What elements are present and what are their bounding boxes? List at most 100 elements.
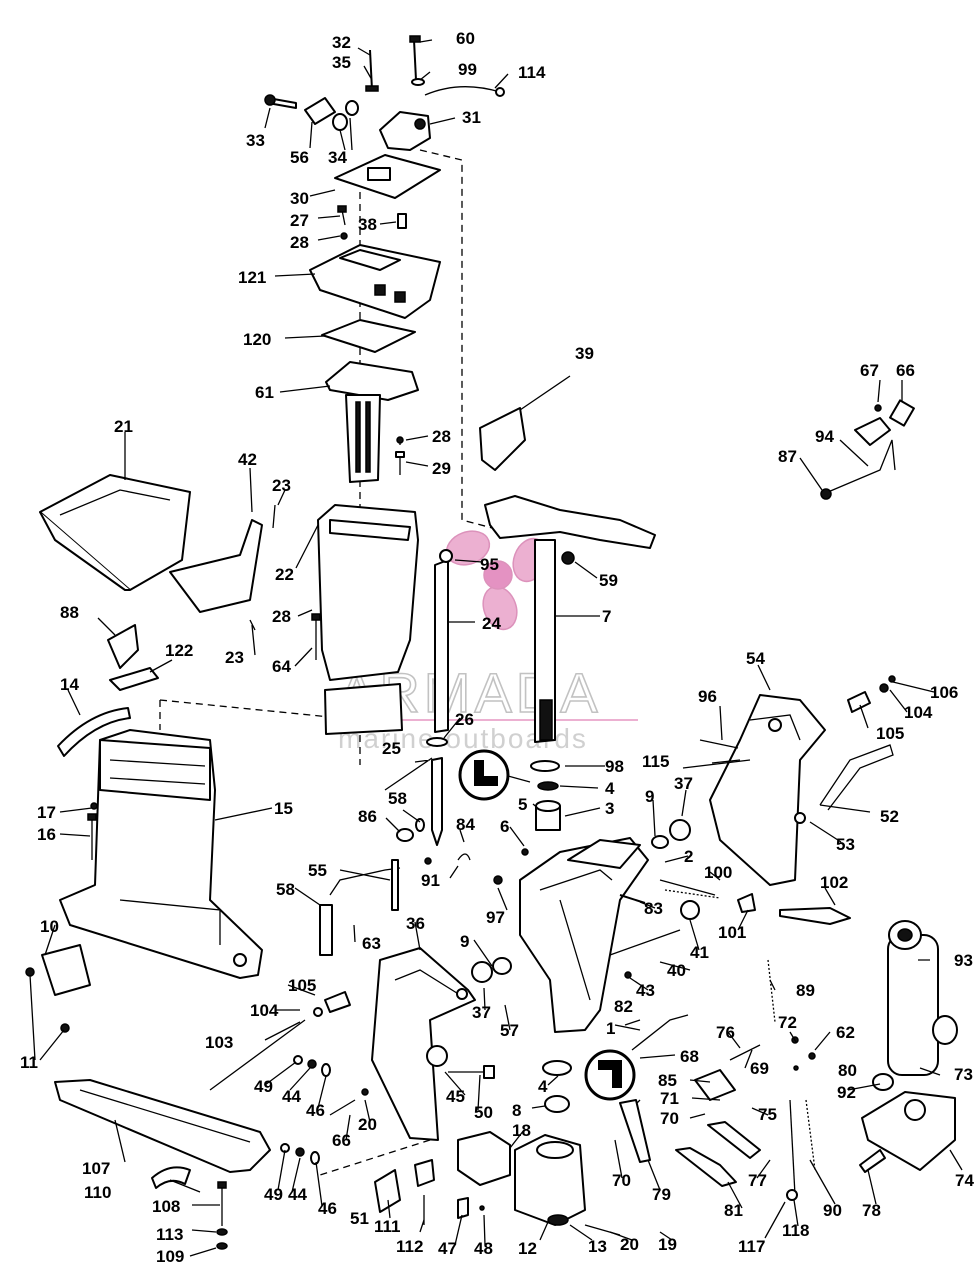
part-number-labels: 32 60 35 99 114 33 31 56 34 30 27 38 28 …: [20, 29, 974, 1266]
part-label-71: 71: [660, 1089, 679, 1108]
part-label-4a: 4: [605, 779, 615, 798]
part-label-114: 114: [518, 63, 546, 82]
part-label-86: 86: [358, 807, 377, 826]
part-label-52: 52: [880, 807, 899, 826]
part-label-70a: 70: [660, 1109, 679, 1128]
part-label-107: 107: [82, 1159, 110, 1178]
part-label-3: 3: [605, 799, 614, 818]
part-label-61: 61: [255, 383, 274, 402]
part-label-91: 91: [421, 871, 440, 890]
part-label-11: 11: [20, 1053, 38, 1072]
part-label-113: 113: [156, 1225, 183, 1244]
part-label-105a: 105: [876, 724, 904, 743]
part-label-121: 121: [238, 268, 266, 287]
part-label-72: 72: [778, 1013, 797, 1032]
part-label-27: 27: [290, 211, 309, 230]
part-label-51: 51: [350, 1209, 369, 1228]
part-label-100: 100: [704, 863, 732, 882]
part-label-96: 96: [698, 687, 717, 706]
part-label-24: 24: [482, 614, 501, 633]
part-label-83: 83: [644, 899, 663, 918]
part-label-37b: 37: [472, 1003, 491, 1022]
part-label-1: 1: [606, 1019, 615, 1038]
part-label-49a: 49: [254, 1077, 273, 1096]
part-label-44b: 44: [288, 1185, 307, 1204]
part-label-70b: 70: [612, 1171, 631, 1190]
part-label-15: 15: [274, 799, 293, 818]
part-label-25: 25: [382, 739, 401, 758]
part-label-23b: 23: [225, 648, 244, 667]
part-label-58b: 58: [276, 880, 295, 899]
part-label-122: 122: [165, 641, 193, 660]
part-label-73: 73: [954, 1065, 973, 1084]
part-label-98: 98: [605, 757, 624, 776]
part-label-56: 56: [290, 148, 309, 167]
part-label-94: 94: [815, 427, 834, 446]
part-label-44a: 44: [282, 1087, 301, 1106]
part-label-14: 14: [60, 675, 79, 694]
part-label-8: 8: [512, 1101, 521, 1120]
part-label-105b: 105: [288, 976, 316, 995]
part-label-26: 26: [455, 710, 474, 729]
part-label-90: 90: [823, 1201, 842, 1220]
midsection-housing-group: [25, 729, 271, 1250]
part-label-117: 117: [738, 1237, 765, 1256]
part-label-50: 50: [474, 1103, 493, 1122]
part-label-46b: 46: [318, 1199, 337, 1218]
part-label-28c: 28: [272, 607, 291, 626]
part-label-32: 32: [332, 33, 351, 52]
part-label-7: 7: [602, 607, 611, 626]
badge-icon-lower: [584, 1049, 636, 1101]
part-label-82: 82: [614, 997, 633, 1016]
part-label-54: 54: [746, 649, 765, 668]
part-label-80: 80: [838, 1061, 857, 1080]
part-label-38: 38: [358, 215, 377, 234]
part-label-48: 48: [474, 1239, 493, 1258]
part-label-97: 97: [486, 908, 505, 927]
part-label-109: 109: [156, 1247, 184, 1266]
part-label-99: 99: [458, 60, 477, 79]
part-label-108: 108: [152, 1197, 180, 1216]
part-label-5: 5: [518, 795, 527, 814]
top-bracket-group: [264, 35, 505, 151]
part-label-42: 42: [238, 450, 257, 469]
leader-lines: [29, 39, 963, 1257]
part-label-63: 63: [362, 934, 381, 953]
part-label-6: 6: [500, 817, 509, 836]
part-label-12: 12: [518, 1239, 537, 1258]
part-label-45: 45: [446, 1087, 465, 1106]
part-label-36: 36: [406, 914, 425, 933]
part-label-81: 81: [724, 1201, 743, 1220]
part-label-20a: 20: [358, 1115, 377, 1134]
part-label-22: 22: [275, 565, 294, 584]
part-label-37a: 37: [674, 774, 693, 793]
assembly-guide-lines: [159, 149, 641, 1176]
part-label-112: 112: [396, 1237, 423, 1256]
part-label-66: 66: [896, 361, 915, 380]
part-label-60: 60: [456, 29, 475, 48]
part-label-68: 68: [680, 1047, 699, 1066]
part-label-77: 77: [748, 1171, 767, 1190]
part-label-21: 21: [114, 417, 133, 436]
part-label-9b: 9: [460, 932, 469, 951]
part-label-74: 74: [955, 1171, 974, 1190]
part-label-120: 120: [243, 330, 271, 349]
part-label-2: 2: [684, 847, 693, 866]
part-label-20b: 20: [620, 1235, 639, 1254]
part-label-118: 118: [782, 1221, 809, 1240]
part-label-84: 84: [456, 815, 475, 834]
part-label-4b: 4: [538, 1077, 548, 1096]
part-label-28a: 28: [290, 233, 309, 252]
steering-tube-group: [426, 407, 656, 846]
trim-tilt-group: [619, 399, 958, 1201]
part-label-95: 95: [480, 555, 499, 574]
part-label-92: 92: [837, 1083, 856, 1102]
part-label-13: 13: [588, 1237, 607, 1256]
badge-icon-upper: [458, 749, 531, 801]
part-label-89: 89: [796, 981, 815, 1000]
part-label-28b: 28: [432, 427, 451, 446]
part-label-101: 101: [718, 923, 746, 942]
part-label-69: 69: [750, 1059, 769, 1078]
part-label-67: 67: [860, 361, 879, 380]
